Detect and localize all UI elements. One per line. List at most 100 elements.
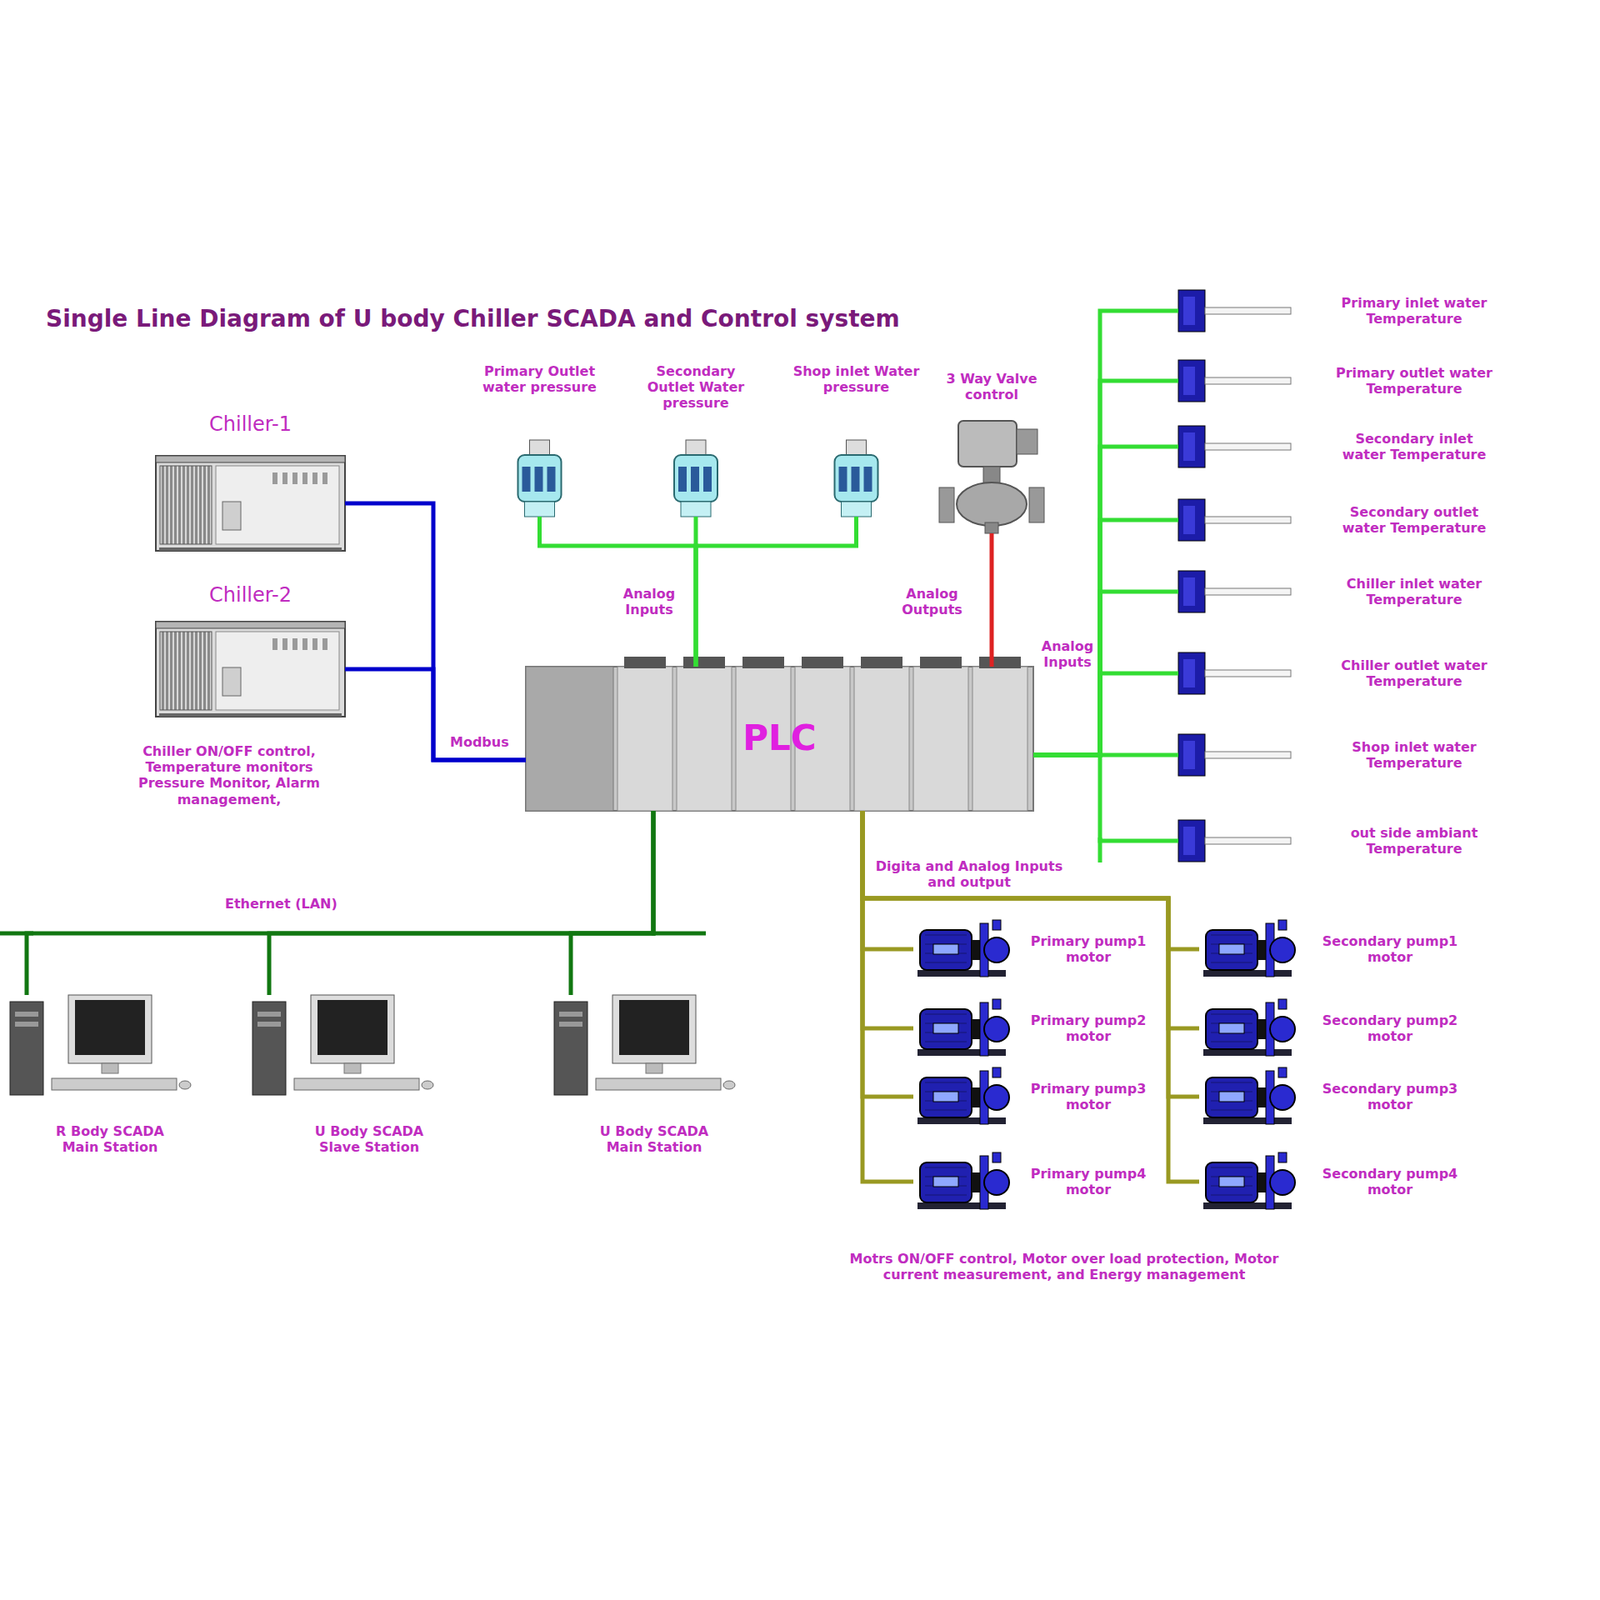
bus-connector [1033,755,1179,841]
sensor-rod [1205,443,1291,450]
label-holder: Ethernet (LAN) [225,895,338,912]
pump-coupling [1257,1019,1266,1040]
chiller-indicator [312,472,318,485]
note-text: Chiller ON/OFF control, Temperature moni… [125,743,334,808]
device-label: out side ambiant Temperature [1335,825,1494,857]
sensor-face [1183,826,1195,855]
sensor-rod [1205,307,1291,315]
title-holder: Single Line Diagram of U body Chiller SC… [45,305,900,334]
chiller-indicator [272,472,278,485]
sensor-rod [1205,516,1291,524]
pc-keyboard [595,1078,721,1090]
pc-stand [344,1063,361,1074]
motor-fin [925,1082,967,1084]
pump-base [917,1117,1006,1125]
pc-monitor [612,995,696,1064]
device-node: U Body SCADA Main Station [554,995,755,1155]
label-holder: Chiller ON/OFF control, Temperature moni… [125,743,334,808]
pump-motor [1203,999,1295,1056]
pc-monitor [68,995,152,1064]
chiller-indicator [282,472,288,485]
plc-power-supply [525,666,614,811]
pc-screen [75,1000,145,1055]
motor-fin [1210,1014,1253,1015]
note-text: Motrs ON/OFF control, Motor over load pr… [826,1250,1302,1283]
transmitter-port [841,501,872,517]
chiller-indicator [272,638,278,650]
pc-mouse [421,1080,434,1090]
device-label: Primary pump3 motor [1013,1080,1164,1113]
transmitter-terminal [690,466,700,492]
pump-motor [1203,920,1295,977]
io-module [972,666,1028,811]
transmitter-terminal [535,466,544,492]
motor-body [920,1162,972,1203]
sensor-face [1183,366,1195,395]
chiller-indicator [312,638,318,650]
chiller-top [155,621,345,629]
sensor-face [1183,432,1195,461]
motor-body [920,1009,972,1050]
transmitter-cap [530,440,550,455]
chiller-panel [215,465,340,545]
bus-connector [345,503,526,760]
sensor-rod [1205,670,1291,677]
pc-drive [257,1011,281,1017]
pump-outlet [992,999,1001,1010]
pc-stand [645,1063,663,1074]
chiller-indicator [322,472,328,485]
temperature-sensor [1178,499,1291,541]
chiller-indicator [282,638,288,650]
chiller-indicator [302,638,308,650]
signal-label: Analog Outputs [892,585,972,618]
device-node: R Body SCADA Main Station [10,995,210,1155]
device-label: Primary pump4 motor [1013,1165,1164,1198]
pc-tower [252,1001,286,1095]
valve-stem [985,522,999,534]
pump-outlet [1278,920,1287,930]
pc-drive [559,1011,583,1017]
pc-drive [15,1011,39,1017]
device-label: Primary inlet water Temperature [1335,295,1494,327]
pump-coupling [971,1019,980,1040]
motor-body [1205,930,1258,970]
label-holder: Modbus [450,734,510,750]
label-holder: Analog Inputs [1036,638,1099,670]
io-module-tab [860,656,903,669]
transmitter-terminal [678,466,687,492]
sensor-head [1178,499,1205,541]
device-node: U Body SCADA Slave Station [252,995,486,1155]
pc-screen [317,1000,388,1055]
pc-mouse [723,1080,735,1090]
pump-motor [917,920,1010,977]
pump-motor [917,1067,1010,1125]
pump-base [917,1049,1006,1056]
sensor-head [1178,820,1205,862]
pump-coupling [971,1172,980,1193]
device-node: Primary pump2 motor [913,998,1165,1059]
device-label: Chiller-1 [209,412,292,437]
transmitter-terminal [703,466,712,492]
chiller-indicator [292,472,298,485]
bus-connector [1033,673,1179,755]
chiller-panel [215,631,340,710]
bus-connector [1033,520,1179,755]
sensor-rod [1205,588,1291,595]
device-node: Secondary Outlet Water pressure [633,363,759,517]
motor-plate [933,1023,959,1034]
device-label: Chiller inlet water Temperature [1335,575,1494,608]
io-module [854,666,910,811]
pump-base [1203,1117,1292,1125]
temperature-sensor [1178,820,1291,862]
label-holder: Digita and Analog Inputs and output [872,858,1066,890]
device-node: Primary pump1 motor [913,919,1165,980]
motor-fin [1210,935,1253,936]
sensor-head [1178,425,1205,468]
sensor-head [1178,652,1205,695]
motor-fin [925,1167,967,1169]
pump-coupling [1257,1172,1266,1193]
transmitter-terminal [522,466,531,492]
device-label: Secondary pump1 motor [1315,933,1465,965]
pc-tower [554,1001,588,1095]
valve-flange [1029,487,1045,523]
